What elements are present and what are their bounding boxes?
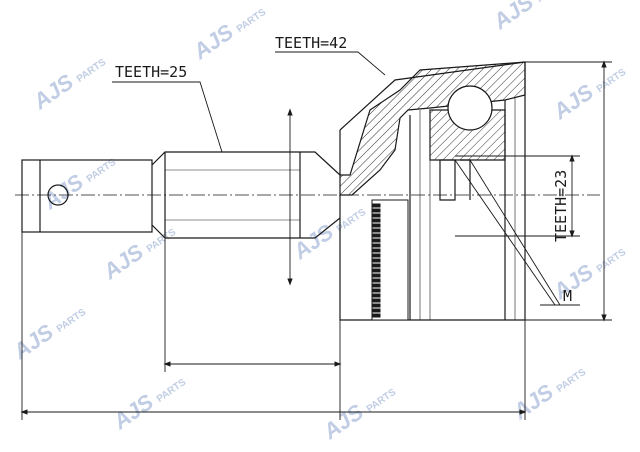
label-teeth-outer: TEETH=25 [115,63,187,81]
spline-shaft [151,151,341,239]
ring-tooth [371,293,381,298]
ring-tooth [371,258,381,263]
ring-tooth [371,263,381,268]
inner-race [429,85,506,320]
ring-tooth [371,233,381,238]
ring-tooth [371,253,381,258]
watermark-sub: PARTS [145,227,179,255]
label-teeth-inner: TEETH=23 [552,170,570,242]
watermark-sub: PARTS [55,307,89,335]
ring-tooth [371,208,381,213]
ring-tooth [371,298,381,303]
watermark-brand: AJS [488,0,538,35]
watermark-sub: PARTS [365,387,399,415]
abs-ring [371,199,409,321]
ring-tooth [371,278,381,283]
ring-tooth [371,238,381,243]
leader-lines [112,51,580,306]
watermark-sub: PARTS [595,247,629,275]
watermark-sub: PARTS [85,157,119,185]
watermark-brand: AJS [188,19,238,65]
ring-tooth [371,273,381,278]
label-thread-m: M [563,287,572,305]
label-teeth-housing: TEETH=42 [275,34,347,52]
watermark-sub: PARTS [235,7,269,35]
dim-shaft-length [163,238,342,420]
ring-tooth [371,223,381,228]
ring-tooth [371,213,381,218]
ring-tooth [371,218,381,223]
ring-tooth [371,243,381,248]
ring-tooth [371,288,381,293]
ring-tooth [371,308,381,313]
watermark-sub: PARTS [555,367,589,395]
watermark-brand: AJS [508,379,558,425]
ring-tooth [371,248,381,253]
ring-tooth [371,268,381,273]
watermark-brand: AJS [38,169,88,215]
watermark-brand: AJS [318,399,368,445]
watermark-brand: AJS [8,319,58,365]
ring-tooth [371,228,381,233]
watermark-sub: PARTS [535,0,569,5]
watermark-sub: PARTS [595,67,629,95]
watermark-brand: AJS [28,69,78,115]
dim-overall-length [20,232,527,420]
shaft-stub [21,159,153,233]
watermark-sub: PARTS [75,57,109,85]
ring-tooth [371,303,381,308]
watermark-brand: AJS [548,79,598,125]
watermark-brand: AJS [98,239,148,285]
ring-tooth [371,283,381,288]
watermark-sub: PARTS [155,377,189,405]
dim-housing-diameter [525,60,612,322]
ring-tooth [371,313,381,318]
ring-tooth [371,203,381,208]
